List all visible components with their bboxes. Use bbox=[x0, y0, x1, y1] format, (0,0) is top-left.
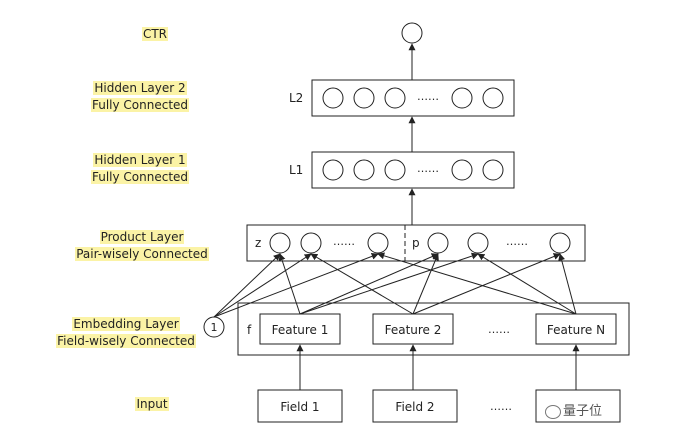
l2-ellipsis: …… bbox=[417, 90, 439, 103]
l1-node bbox=[384, 159, 406, 181]
feature-1-box bbox=[259, 313, 341, 345]
z-node bbox=[269, 232, 291, 254]
arrow-fn-p3 bbox=[558, 253, 577, 315]
p-node bbox=[427, 232, 449, 254]
product-connections bbox=[213, 252, 577, 318]
l2-node bbox=[482, 87, 504, 109]
arrow-one-z2 bbox=[213, 253, 312, 318]
product-p-nodes bbox=[427, 232, 571, 254]
hidden-layer-2-box bbox=[311, 79, 515, 117]
product-z-nodes bbox=[269, 232, 389, 254]
watermark-icon bbox=[545, 404, 561, 419]
hidden-layer-1-box bbox=[311, 151, 515, 189]
p-node bbox=[467, 232, 489, 254]
feature-n-text: Feature N bbox=[547, 323, 605, 337]
l2-tag: L2 bbox=[289, 91, 303, 105]
z-tag: z bbox=[255, 236, 261, 250]
arrow-f2-p3 bbox=[412, 253, 561, 315]
hidden-layer-1-nodes bbox=[322, 159, 504, 181]
ctr-label: CTR bbox=[141, 27, 169, 41]
field-1-box bbox=[257, 389, 343, 423]
field-2-text: Field 2 bbox=[395, 400, 434, 414]
arrow-f2-p1 bbox=[412, 253, 439, 315]
arrow-f1-p1 bbox=[299, 253, 439, 315]
arrow-f2-z2 bbox=[310, 253, 414, 315]
arrow-one-z1 bbox=[213, 253, 281, 318]
l1-node bbox=[322, 159, 344, 181]
feature-2-box bbox=[372, 313, 454, 345]
ctr-output-node bbox=[401, 22, 423, 44]
input-label: Input bbox=[135, 397, 169, 411]
field-1-text: Field 1 bbox=[280, 400, 319, 414]
l1-tag: L1 bbox=[289, 163, 303, 177]
constant-one-text: 1 bbox=[211, 321, 218, 334]
l2-node bbox=[384, 87, 406, 109]
hidden-layer-2-nodes bbox=[322, 87, 504, 109]
arrow-f1-p2 bbox=[299, 252, 479, 315]
arrow-fn-p2 bbox=[477, 253, 577, 315]
feature-n-box bbox=[535, 313, 617, 345]
f-tag: f bbox=[247, 323, 252, 337]
l2-node bbox=[353, 87, 375, 109]
l1-node bbox=[482, 159, 504, 181]
l2-node bbox=[322, 87, 344, 109]
feature-1-text: Feature 1 bbox=[272, 323, 329, 337]
z-node bbox=[367, 232, 389, 254]
arrow-f1-z1 bbox=[278, 253, 301, 315]
l2-node bbox=[451, 87, 473, 109]
feature-2-text: Feature 2 bbox=[385, 323, 442, 337]
field-ellipsis: …… bbox=[490, 400, 512, 413]
p-tag: p bbox=[412, 236, 420, 250]
p-ellipsis: …… bbox=[506, 235, 528, 248]
z-node bbox=[300, 232, 322, 254]
p-node bbox=[549, 232, 571, 254]
l1-node bbox=[353, 159, 375, 181]
l1-node bbox=[451, 159, 473, 181]
watermark: 量子位 bbox=[545, 400, 602, 419]
arrow-one-z3 bbox=[213, 252, 379, 318]
feature-ellipsis: …… bbox=[488, 323, 510, 336]
field-2-box bbox=[372, 389, 458, 423]
arrow-fn-z3 bbox=[377, 252, 577, 315]
z-ellipsis: …… bbox=[333, 235, 355, 248]
l1-ellipsis: …… bbox=[417, 162, 439, 175]
